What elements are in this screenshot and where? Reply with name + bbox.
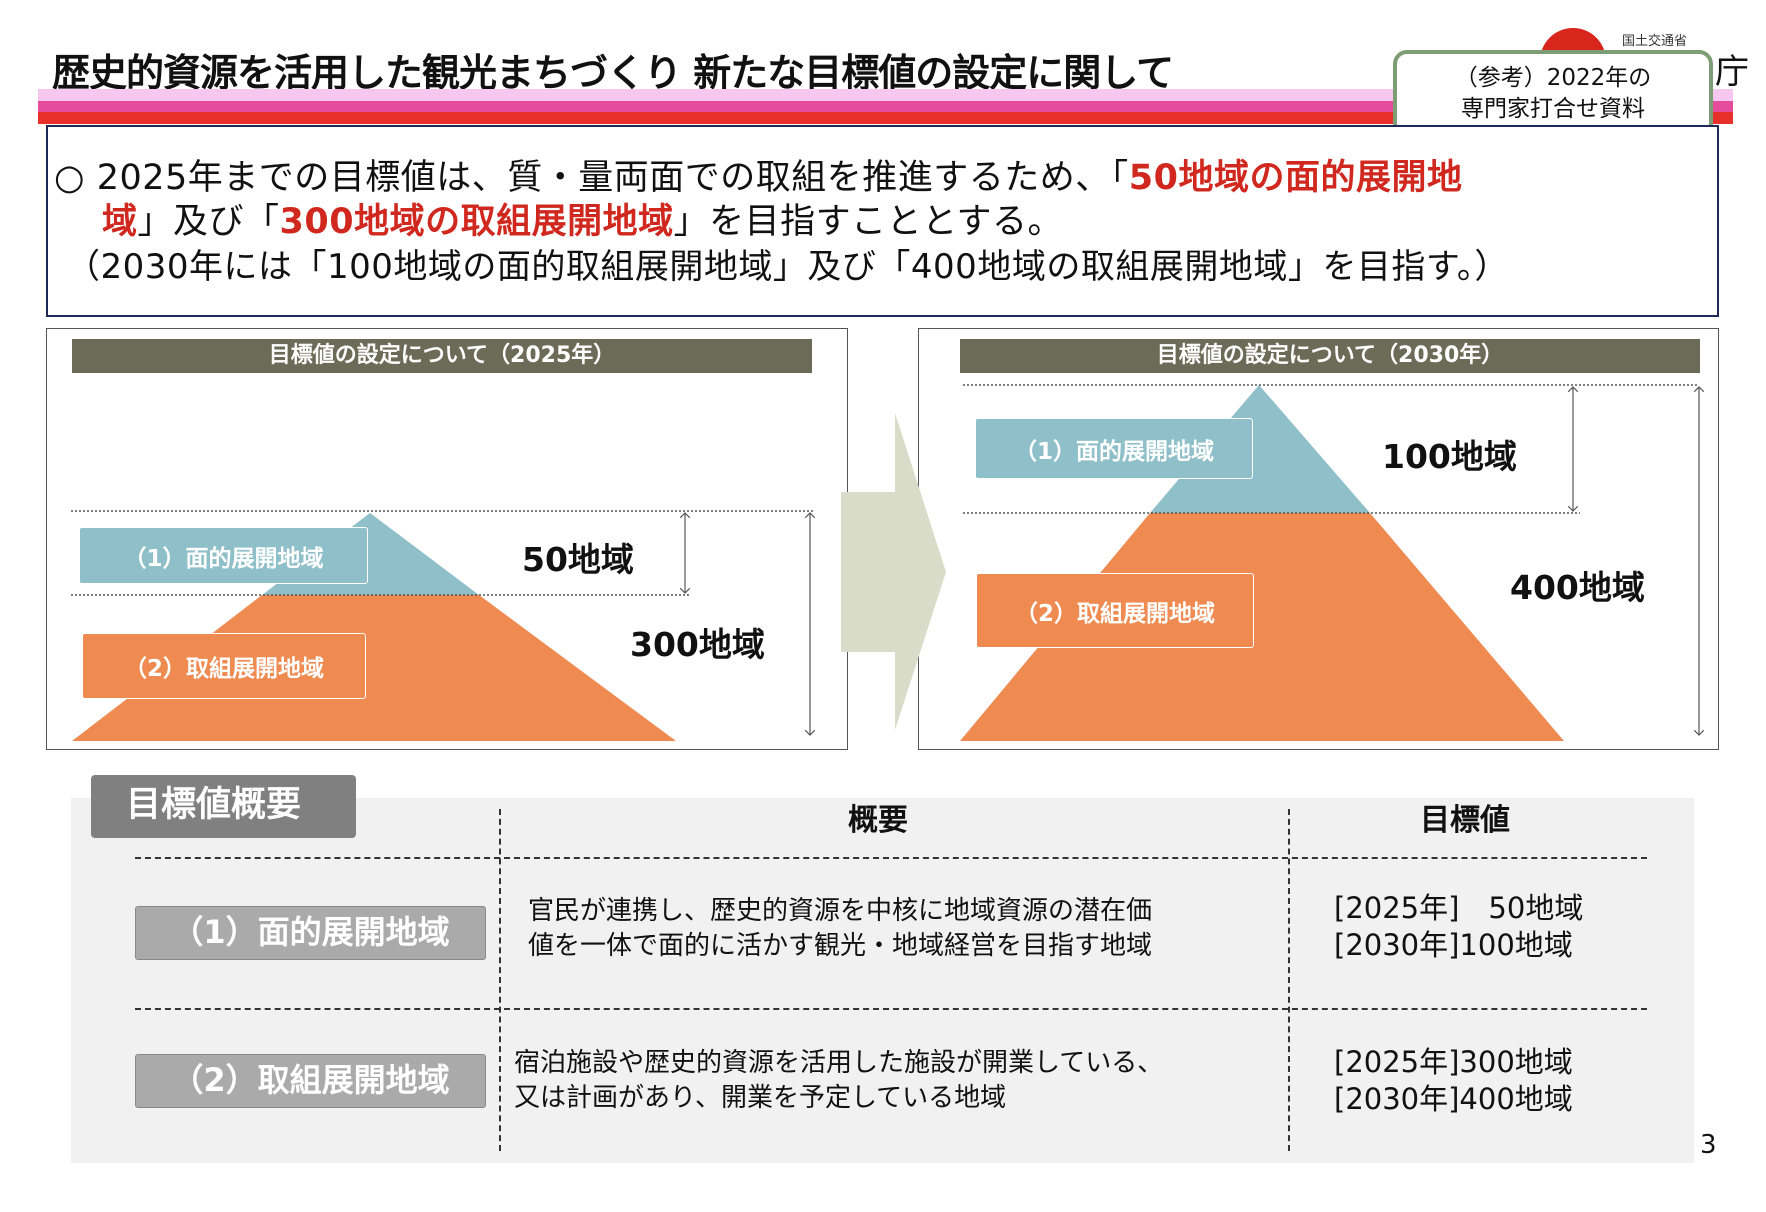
table-row-target: [2025年] 50地域[2030年]100地域 (1334, 890, 1583, 964)
pyramid-2030-top (1150, 385, 1370, 513)
desc-line: 又は計画があり、開業を予定している地域 (514, 1083, 1007, 1113)
count-2030-area: 100地域 (1382, 437, 1517, 476)
intro-line3: （2030年には「100地域の面的取組展開地域」及び「400地域の取組展開地域」… (66, 247, 1509, 287)
logo-agency-char: 庁 (1715, 52, 1749, 92)
target-line: [2030年]400地域 (1334, 1082, 1573, 1116)
desc-line: 宿泊施設や歴史的資源を活用した施設が開業している、 (514, 1048, 1164, 1078)
row-divider (135, 1008, 1647, 1010)
note-line1: （参考）2022年の (1454, 65, 1652, 91)
row-label-initiative: （2）取組展開地域 (135, 1054, 486, 1108)
target-line: [2025年]300地域 (1334, 1045, 1573, 1079)
count-2025-area: 50地域 (522, 540, 634, 579)
row-divider (135, 857, 1647, 859)
col-divider (499, 809, 501, 1151)
panel-2025-heading: 目標値の設定について（2025年） (72, 339, 812, 373)
col-header-target: 目標値 (1420, 803, 1510, 838)
header-stripe-light (38, 89, 1733, 101)
label-2025-initiative: （2）取組展開地域 (82, 633, 366, 699)
intro-highlight: 50地域の面的展開地 (1128, 158, 1463, 198)
note-line2: 専門家打合せ資料 (1461, 96, 1645, 122)
panel-2030-heading: 目標値の設定について（2030年） (960, 339, 1700, 373)
page-number: 3 (1700, 1130, 1717, 1160)
table-row-target: [2025年]300地域[2030年]400地域 (1334, 1044, 1573, 1118)
header-stripe-red (38, 112, 1733, 124)
intro-highlight: 域 (102, 202, 138, 242)
table-row-desc: 宿泊施設や歴史的資源を活用した施設が開業している、又は計画があり、開業を予定して… (514, 1046, 1163, 1116)
count-2030-initiative: 400地域 (1510, 568, 1645, 607)
target-line: [2025年] 50地域 (1334, 891, 1584, 925)
intro-line2: 域」及び「300地域の取組展開地域」を目指すこととする。 (102, 193, 1063, 244)
label-2025-area: （1）面的展開地域 (79, 527, 368, 584)
intro-box: ○ 2025年までの目標値は、質・量両面での取組を推進するため、「50地域の面的… (46, 125, 1719, 317)
pyramid-2025-base (72, 595, 676, 741)
page-title: 歴史的資源を活用した観光まちづくり 新たな目標値の設定に関して (52, 51, 1174, 95)
target-line: [2030年]100地域 (1334, 928, 1573, 962)
label-2030-initiative: （2）取組展開地域 (976, 573, 1254, 648)
col-header-summary: 概要 (848, 803, 908, 838)
intro-text: 2025年までの目標値は、質・量両面での取組を推進するため、「 (96, 158, 1129, 198)
intro-text: 」を目指すこととする。 (673, 202, 1064, 242)
col-divider (1288, 809, 1290, 1151)
desc-line: 値を一体で面的に活かす観光・地域経営を目指す地域 (528, 931, 1153, 961)
header-stripe-pink (38, 101, 1733, 112)
table-tag: 目標値概要 (91, 775, 356, 838)
logo-ministry-text: 国土交通省 (1622, 34, 1688, 49)
desc-line: 官民が連携し、歴史的資源を中核に地域資源の潜在価 (528, 896, 1153, 926)
intro-highlight: 300地域の取組展開地域 (279, 202, 674, 242)
label-2030-area: （1）面的展開地域 (975, 418, 1253, 479)
pyramid-2030-base (960, 513, 1564, 741)
transition-arrow-icon (841, 413, 946, 730)
row-label-area: （1）面的展開地域 (135, 906, 486, 960)
count-2025-initiative: 300地域 (630, 625, 765, 664)
intro-line1: ○ 2025年までの目標値は、質・量両面での取組を推進するため、「50地域の面的… (54, 149, 1462, 200)
intro-text: 」及び「 (137, 202, 280, 242)
bullet: ○ (54, 158, 86, 198)
table-row-desc: 官民が連携し、歴史的資源を中核に地域資源の潜在価値を一体で面的に活かす観光・地域… (528, 894, 1152, 964)
